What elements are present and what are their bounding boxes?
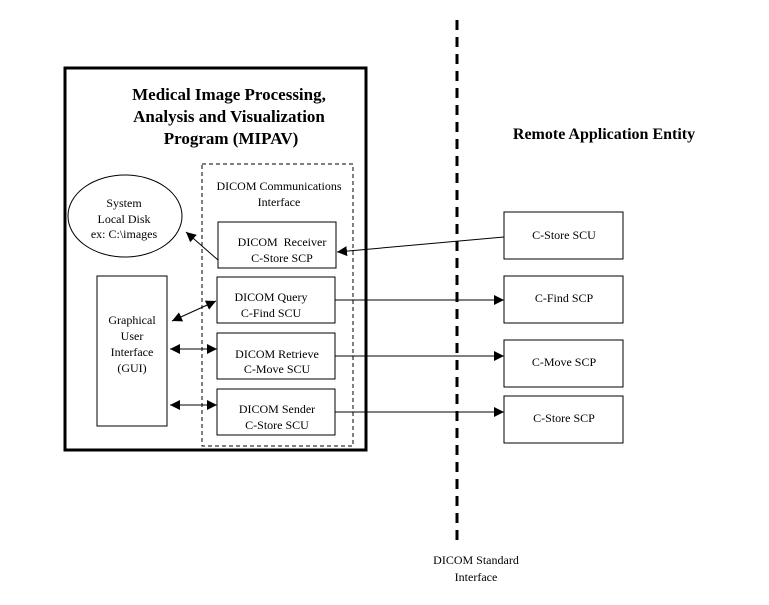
mipav-title-line-3: Program (MIPAV)	[164, 129, 299, 148]
interface-group-title-line-1: DICOM Communications	[217, 179, 342, 193]
remote-cstore-scp-label: C-Store SCP	[533, 411, 595, 425]
receiver-module-line-2: C-Store SCP	[251, 251, 313, 265]
local-disk-line-2: Local Disk	[98, 212, 151, 226]
local-disk-node	[67, 174, 183, 258]
boundary-label-line-1: DICOM Standard	[433, 553, 519, 567]
arrow-receiver-to-disk	[185, 231, 219, 261]
receiver-module-box	[217, 221, 337, 269]
query-module-line-1: DICOM Query	[235, 290, 308, 304]
query-module-line-2: C-Find SCU	[241, 306, 302, 320]
remote-cmove-scp-box	[503, 339, 624, 388]
remote-entity-title: Remote Application Entity	[513, 126, 695, 143]
remote-cstore-scu-label: C-Store SCU	[532, 228, 596, 242]
boundary-label-line-2: Interface	[455, 570, 498, 584]
arrow-gui-query	[171, 300, 217, 322]
gui-line-3: Interface	[111, 345, 154, 359]
mipav-title-line-2: Analysis and Visualization	[133, 107, 325, 126]
local-disk-line-3: ex: C:\images	[91, 227, 158, 241]
remote-cstore-scp-box	[503, 395, 624, 444]
mipav-box	[63, 66, 368, 452]
sender-module-line-1: DICOM Sender	[239, 402, 315, 416]
sender-module-line-2: C-Store SCU	[245, 418, 309, 432]
mipav-title-line-1: Medical Image Processing,	[132, 85, 326, 104]
receiver-module-line-1: DICOM Receiver	[238, 235, 327, 249]
retrieve-module-line-1: DICOM Retrieve	[235, 347, 319, 361]
remote-cmove-scp-label: C-Move SCP	[532, 355, 597, 369]
gui-box	[96, 275, 168, 427]
remote-cstore-scu-box	[503, 211, 624, 260]
arrow-remote-to-receiver	[336, 236, 505, 257]
interface-group-title-line-2: Interface	[258, 195, 301, 209]
retrieve-module-line-2: C-Move SCU	[244, 362, 311, 376]
gui-line-2: User	[121, 329, 144, 343]
local-disk-line-1: System	[106, 196, 142, 210]
gui-line-4: (GUI)	[117, 361, 146, 375]
gui-line-1: Graphical	[108, 313, 156, 327]
remote-cfind-scp-label: C-Find SCP	[535, 291, 594, 305]
